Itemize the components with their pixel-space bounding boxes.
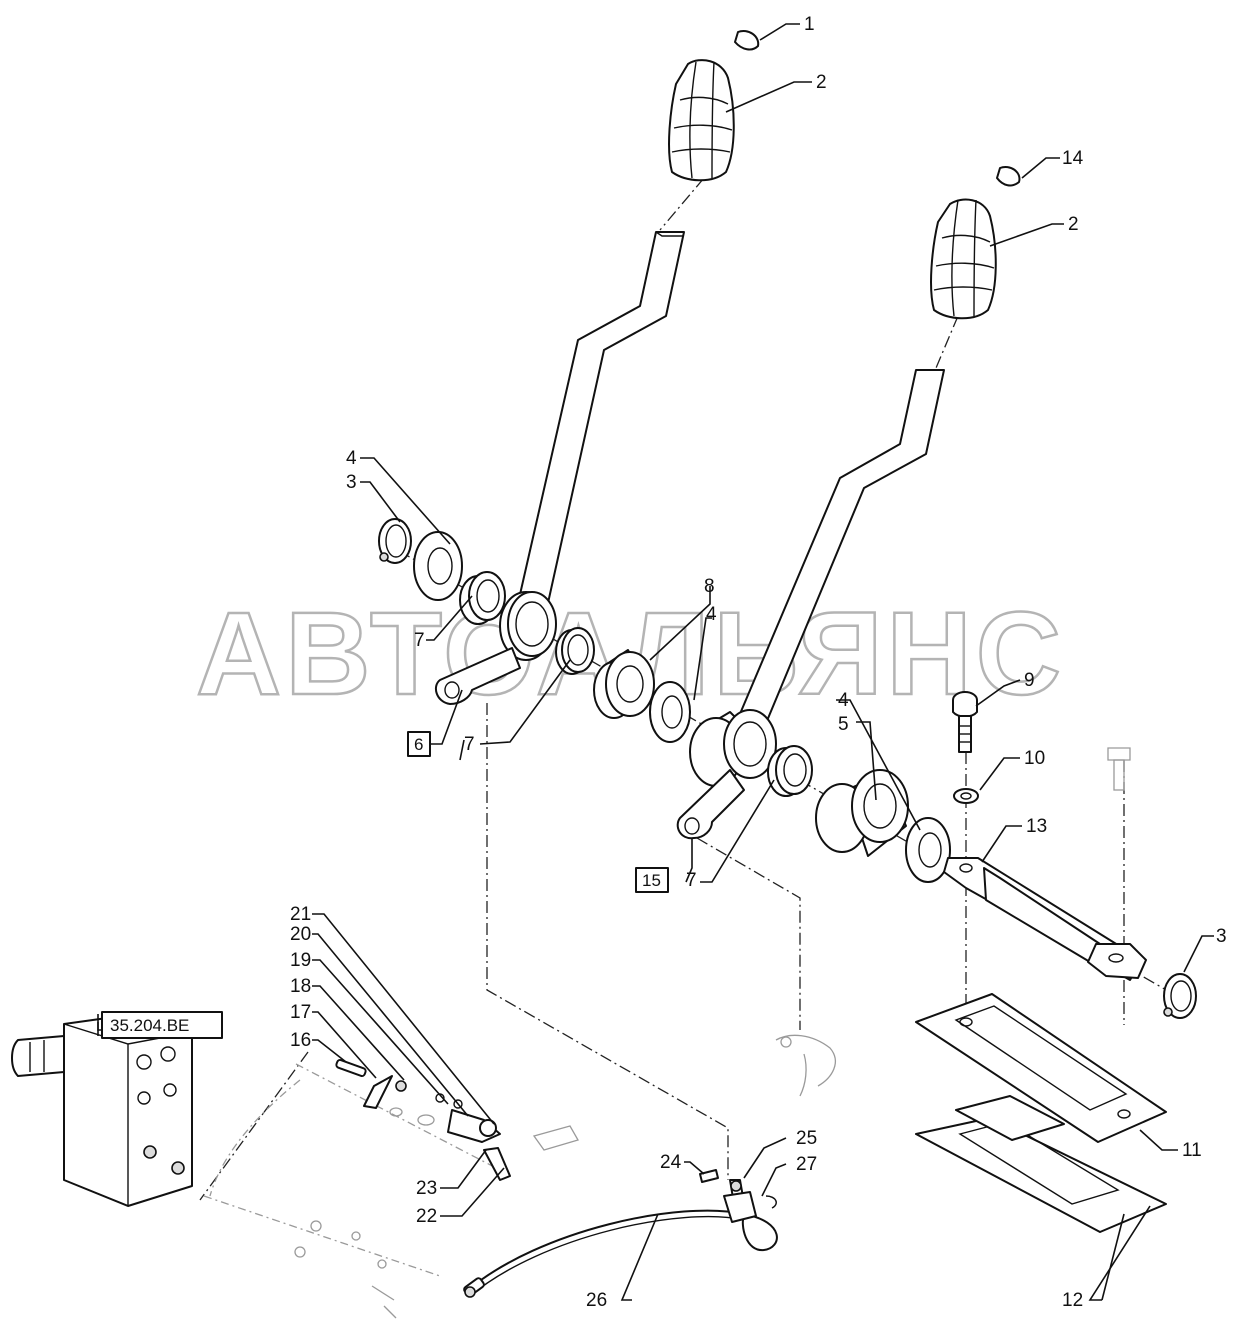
callout-7-upper: 7: [414, 630, 425, 651]
callout-labels: 1 2 14 2 4 3 8 4 7 6 7 9 4 5 10 13 15 7 …: [101, 14, 1227, 1311]
retaining-ring-right: [1163, 973, 1197, 1019]
callout-23: 23: [416, 1178, 437, 1199]
shaft-13: [943, 857, 1147, 981]
callout-4-left: 4: [346, 448, 357, 469]
cover-plate-11: [915, 993, 1167, 1143]
knob-left: [668, 59, 735, 182]
lever-arm-6: [434, 647, 521, 705]
callout-6-box: [407, 731, 431, 757]
bushing-7-middle: [555, 627, 595, 675]
callout-27: 27: [796, 1154, 817, 1175]
callout-3-left: 3: [346, 472, 357, 493]
callout-11: 11: [1182, 1140, 1202, 1161]
callout-7-middle: 7: [464, 734, 475, 755]
leader-lines: [97, 23, 1214, 1301]
callout-19: 19: [290, 950, 311, 971]
reference-box: [101, 1011, 223, 1039]
callout-16: 16: [290, 1030, 311, 1051]
linkage-assembly: [203, 1058, 579, 1277]
callout-21: 21: [290, 904, 311, 925]
cable-clevis: [699, 1169, 777, 1223]
control-valve-block: [11, 1011, 193, 1207]
callout-26: 26: [586, 1290, 607, 1311]
callout-17: 17: [290, 1002, 311, 1023]
callout-9: 9: [1024, 670, 1035, 691]
callout-1: 1: [804, 14, 815, 35]
callout-24: 24: [660, 1152, 682, 1173]
callout-7-right: 7: [686, 870, 697, 891]
spacer-5: [815, 769, 909, 857]
callout-13: 13: [1026, 816, 1047, 837]
callout-6: 6: [414, 735, 423, 754]
lower-hardware-ghost: [294, 1220, 397, 1319]
spacer-8: [593, 649, 655, 719]
callout-14: 14: [1062, 148, 1084, 169]
lever-left: [515, 231, 685, 613]
washer-4-middle: [649, 681, 691, 743]
washer-10: [953, 788, 979, 804]
callout-2-left: 2: [816, 72, 827, 93]
knob-right: [930, 198, 997, 320]
callout-4-middle: 4: [706, 604, 717, 625]
callout-15: 15: [642, 871, 661, 890]
reference-label: 35.204.BE: [110, 1016, 189, 1035]
lever-hub-left: [499, 591, 557, 661]
washer-4-right: [905, 817, 951, 883]
bushing-7-left: [459, 571, 506, 625]
callout-12: 12: [1062, 1290, 1083, 1311]
bushing-7-right: [767, 745, 813, 797]
callout-18: 18: [290, 976, 311, 997]
callout-5: 5: [838, 714, 849, 735]
bracket-ghost: [775, 1034, 836, 1097]
lever-hub-right: [689, 709, 777, 787]
knob-cap-14: [996, 166, 1021, 187]
knob-cap-1: [734, 30, 760, 51]
callout-8: 8: [704, 576, 715, 597]
gasket-12: [915, 1095, 1167, 1233]
callout-22: 22: [416, 1206, 437, 1227]
washer-4-left: [413, 531, 463, 601]
callout-15-box: [635, 867, 669, 893]
callout-2-right: 2: [1068, 214, 1079, 235]
bolt-9: [952, 691, 978, 753]
reference-bolt-ghost: [1107, 747, 1131, 791]
callout-4-right: 4: [838, 690, 849, 711]
callout-10: 10: [1024, 748, 1045, 769]
retaining-ring-left: [378, 518, 412, 564]
push-pull-cable-26: [463, 1209, 778, 1298]
callout-25: 25: [796, 1128, 817, 1149]
callout-3-right: 3: [1216, 926, 1227, 947]
callout-20: 20: [290, 924, 311, 945]
lever-arm-15: [676, 769, 745, 840]
